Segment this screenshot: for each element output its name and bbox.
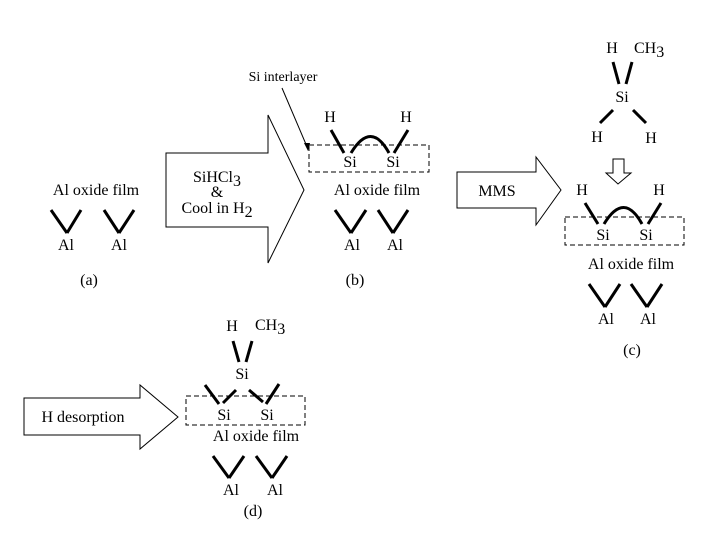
panel-b-caption: (b) — [346, 272, 365, 289]
step3-arrow: H desorption — [23, 383, 179, 451]
block-arrow-shape — [456, 155, 562, 227]
panel-b-interlayer-box — [308, 144, 430, 173]
panel-c-bond — [603, 283, 622, 308]
panel-d-film-label: Al oxide film — [213, 428, 300, 445]
mms-bond — [624, 61, 634, 85]
panel-c-bond — [587, 283, 607, 308]
step2-label: MMS — [478, 183, 515, 200]
panel-d-al-atom-1: Al — [223, 482, 240, 499]
panel-a-bond — [102, 209, 121, 234]
panel-d-caption: (d) — [244, 503, 263, 520]
panel-b-bond — [329, 129, 346, 154]
panel-c-caption: (c) — [623, 342, 641, 359]
panel-b-h-atom-2: H — [400, 109, 412, 126]
panel-c-si-atom-1: Si — [596, 227, 610, 244]
mms-h-atom-top: H — [606, 40, 618, 57]
panel-b-si-atom-2: Si — [386, 154, 400, 171]
panel-c-si-si-bond — [602, 206, 644, 225]
panel-a-al-atom-2: Al — [111, 237, 128, 254]
panel-c-bond — [645, 283, 664, 308]
mms-h-atom-right: H — [645, 130, 657, 147]
step3-label: H desorption — [41, 409, 124, 426]
panel-c-si-atom-2: Si — [639, 227, 653, 244]
panel-c-film-label: Al oxide film — [588, 256, 675, 273]
panel-b-si-atom-1: Si — [343, 154, 357, 171]
block-arrow-shape — [23, 383, 179, 451]
panel-b-film-label: Al oxide film — [334, 182, 421, 199]
panel-d-bond — [270, 455, 289, 479]
block-arrow-shape — [165, 114, 305, 264]
mms-bond — [631, 108, 648, 125]
panel-c-bond — [583, 202, 600, 225]
panel-c: H CH3 Si H H H H Si Si Al oxide film Al … — [564, 40, 685, 359]
panel-d-al-atom-2: Al — [267, 482, 284, 499]
step1-reagent: SiHCl3 — [193, 169, 241, 190]
panel-d-adsorbed-si-atom: Si — [235, 366, 249, 383]
panel-c-al-atom-2: Al — [640, 311, 657, 328]
panel-b-h-atom-1: H — [324, 109, 336, 126]
panel-d-methyl-group: CH3 — [255, 317, 285, 338]
down-arrow-icon — [604, 158, 633, 185]
mms-bond — [598, 108, 615, 125]
panel-b-al-atom-2: Al — [387, 237, 404, 254]
mms-methyl-group: CH3 — [634, 40, 664, 61]
panel-c-h-atom-1: H — [576, 182, 588, 199]
panel-b-bond — [391, 209, 410, 234]
panel-a-al-atom-1: Al — [58, 237, 75, 254]
panel-c-bond — [646, 202, 663, 225]
panel-d-bond — [203, 384, 221, 405]
panel-a-bond — [65, 209, 83, 234]
panel-c-interlayer-box — [564, 216, 685, 246]
panel-d-si-atom-1: Si — [217, 407, 231, 424]
panel-b-si-si-bond — [349, 135, 391, 154]
panel-a: Al oxide film Al Al (a) — [49, 182, 140, 289]
panel-d-h-atom: H — [226, 318, 238, 335]
panel-d-bond — [211, 455, 231, 479]
panel-d: H CH3 Si Si Si Al oxide film Al Al (d) — [185, 317, 306, 520]
panel-d-si-atom-2: Si — [260, 407, 274, 424]
step1-arrow: SiHCl3 & Cool in H2 — [165, 114, 305, 264]
mms-si-atom: Si — [615, 89, 629, 106]
panel-a-film-label: Al oxide film — [53, 182, 140, 199]
step1-ampersand: & — [211, 184, 224, 201]
panel-a-caption: (a) — [80, 272, 98, 289]
panel-c-al-atom-1: Al — [598, 311, 615, 328]
panel-d-bond — [264, 383, 281, 405]
mms-bond — [611, 61, 621, 85]
panel-a-bond — [117, 209, 136, 234]
pointer-line — [281, 87, 309, 150]
panel-a-bond — [49, 209, 69, 234]
panel-b: Si interlayer H H Si Si Al oxide film Al… — [249, 70, 430, 289]
panel-c-h-atom-2: H — [653, 182, 665, 199]
panel-d-bond — [231, 340, 241, 363]
step2-arrow: MMS — [456, 155, 562, 227]
panel-b-bond — [349, 209, 368, 234]
mms-h-atom-left: H — [591, 129, 603, 146]
step1-condition: Cool in H2 — [181, 200, 252, 221]
panel-d-bond — [227, 455, 246, 479]
si-interlayer-label: Si interlayer — [249, 70, 318, 85]
panel-d-bond — [244, 340, 254, 363]
panel-d-interlayer-box — [185, 395, 306, 426]
panel-b-bond — [392, 129, 410, 154]
panel-d-bond — [248, 388, 264, 404]
panel-c-bond — [629, 283, 649, 308]
panel-b-bond — [376, 209, 395, 234]
panel-b-al-atom-1: Al — [344, 237, 361, 254]
panel-d-bond — [254, 455, 274, 479]
panel-b-bond — [333, 209, 353, 234]
